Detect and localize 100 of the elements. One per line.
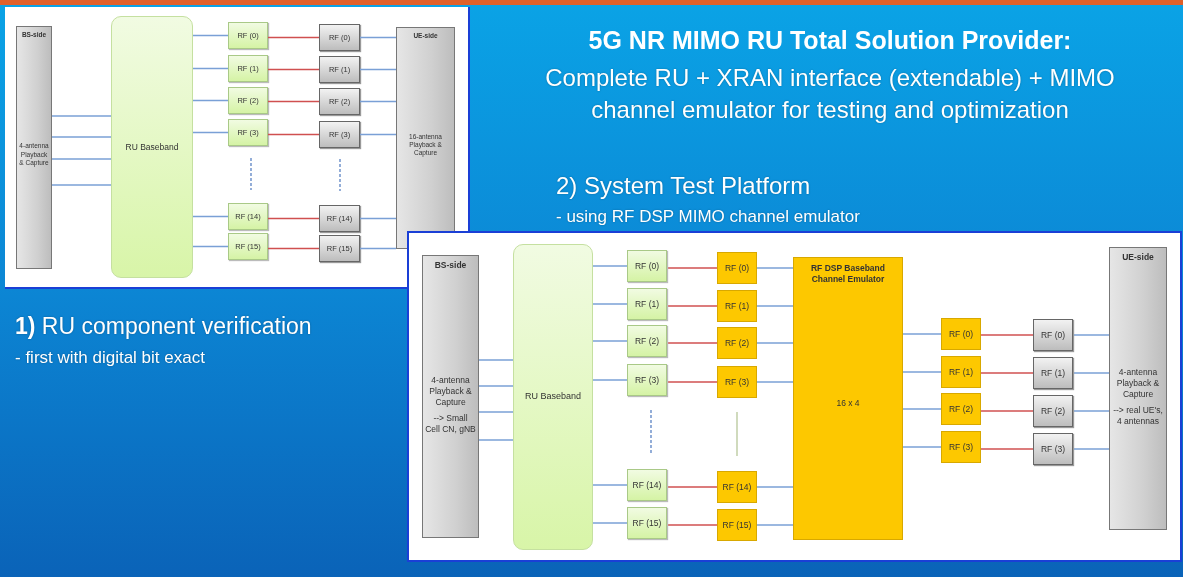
connector-line xyxy=(478,411,514,413)
connector-line xyxy=(666,486,718,488)
rf-box xyxy=(1033,357,1073,389)
connector-line xyxy=(192,67,229,70)
rf-box xyxy=(228,55,268,82)
box-text: RF (2) xyxy=(634,335,660,347)
rf-box xyxy=(319,235,360,262)
baseband-box xyxy=(111,16,193,278)
connector-line xyxy=(756,381,794,383)
box-text: RF (0) xyxy=(724,262,750,274)
connector-line xyxy=(902,446,942,448)
connector-line xyxy=(192,34,229,37)
box-text: RF (15) xyxy=(722,519,752,531)
connector-line xyxy=(666,381,718,383)
equipment-box xyxy=(16,26,52,269)
slide-title: 5G NR MIMO RU Total Solution Provider: xyxy=(587,26,1073,55)
section-heading: 1) RU component verification xyxy=(15,312,313,341)
connector-line xyxy=(51,158,112,160)
connector-line xyxy=(592,379,628,381)
box-text: RF (14) xyxy=(632,479,662,491)
rf-box xyxy=(717,252,757,284)
connector-line xyxy=(192,215,229,218)
equipment-box xyxy=(396,27,455,249)
box-text: RU Baseband xyxy=(524,391,581,403)
connector-line xyxy=(1072,372,1110,374)
connector-line xyxy=(359,100,397,103)
connector-line xyxy=(756,267,794,269)
box-text: 4-antenna Playback & Capture xyxy=(1115,367,1161,400)
box-text: RF (2) xyxy=(1040,405,1066,417)
connector-line xyxy=(902,371,942,373)
box-text: RF (2) xyxy=(948,403,974,415)
connector-line xyxy=(1072,448,1110,450)
slide-subtitle: Complete RU + XRAN interface (extendable) + MIMO channel emulator for testing and optimization xyxy=(544,63,1116,126)
connector-line xyxy=(592,484,628,486)
connector-line xyxy=(359,68,397,71)
box-heading: RF DSP Baseband Channel Emulator xyxy=(810,263,886,285)
baseband-box xyxy=(513,244,593,550)
rf-box xyxy=(941,318,981,350)
connector-line xyxy=(359,36,397,39)
equipment-box xyxy=(1109,247,1167,530)
box-text: 4-antenna Playback & Capture xyxy=(428,375,473,408)
connector-line xyxy=(267,36,320,39)
section-note: - using RF DSP MIMO channel emulator xyxy=(556,206,861,228)
connector-line xyxy=(192,99,229,102)
box-text: RF (3) xyxy=(724,376,750,388)
rf-box xyxy=(228,203,268,230)
box-heading: BS-side xyxy=(434,260,467,271)
connector-line xyxy=(192,131,229,134)
box-text: RF (3) xyxy=(948,441,974,453)
section-note: - first with digital bit exact xyxy=(15,347,206,369)
connector-line xyxy=(980,334,1034,336)
box-text: RF (1) xyxy=(948,366,974,378)
rf-box xyxy=(319,24,360,51)
connector-line xyxy=(267,100,320,103)
emulator-box xyxy=(793,257,903,540)
connector-line xyxy=(902,333,942,335)
connector-line xyxy=(980,372,1034,374)
rf-box xyxy=(941,431,981,463)
rf-box xyxy=(627,250,667,282)
connector-line xyxy=(592,340,628,342)
box-text: --> real UE's, 4 antennas xyxy=(1112,405,1164,427)
rf-box xyxy=(1033,395,1073,427)
connector-line xyxy=(592,522,628,524)
connector-line xyxy=(592,265,628,267)
box-text: RF (3) xyxy=(1040,443,1066,455)
connector-line xyxy=(756,524,794,526)
rf-box xyxy=(717,509,757,541)
rf-box xyxy=(319,121,360,148)
rf-box xyxy=(319,56,360,83)
box-text: RF (14) xyxy=(722,481,752,493)
connector-line xyxy=(756,305,794,307)
rf-box xyxy=(627,325,667,357)
connector-line xyxy=(902,408,942,410)
rf-box xyxy=(627,507,667,539)
connector-line xyxy=(980,448,1034,450)
connector-line xyxy=(192,245,229,248)
rf-box xyxy=(717,366,757,398)
rf-box xyxy=(228,87,268,114)
connector-line xyxy=(1072,334,1110,336)
rf-box xyxy=(228,22,268,49)
box-text: RF (2) xyxy=(724,337,750,349)
connector-line xyxy=(478,359,514,361)
rf-box xyxy=(627,469,667,501)
rf-box xyxy=(717,290,757,322)
connector-line xyxy=(478,385,514,387)
connector-line xyxy=(666,305,718,307)
connector-line xyxy=(666,342,718,344)
connector-line xyxy=(756,486,794,488)
connector-line xyxy=(267,247,320,250)
box-text: RF (1) xyxy=(1040,367,1066,379)
connector-line xyxy=(756,342,794,344)
rf-box xyxy=(319,88,360,115)
rf-box xyxy=(627,288,667,320)
box-text: RU Baseband xyxy=(125,141,179,153)
connector-line xyxy=(51,136,112,138)
box-text: RF (0) xyxy=(1040,329,1066,341)
section-heading: 2) System Test Platform xyxy=(556,171,812,201)
connector-line xyxy=(980,410,1034,412)
connector-line xyxy=(666,524,718,526)
connector-line xyxy=(267,217,320,220)
